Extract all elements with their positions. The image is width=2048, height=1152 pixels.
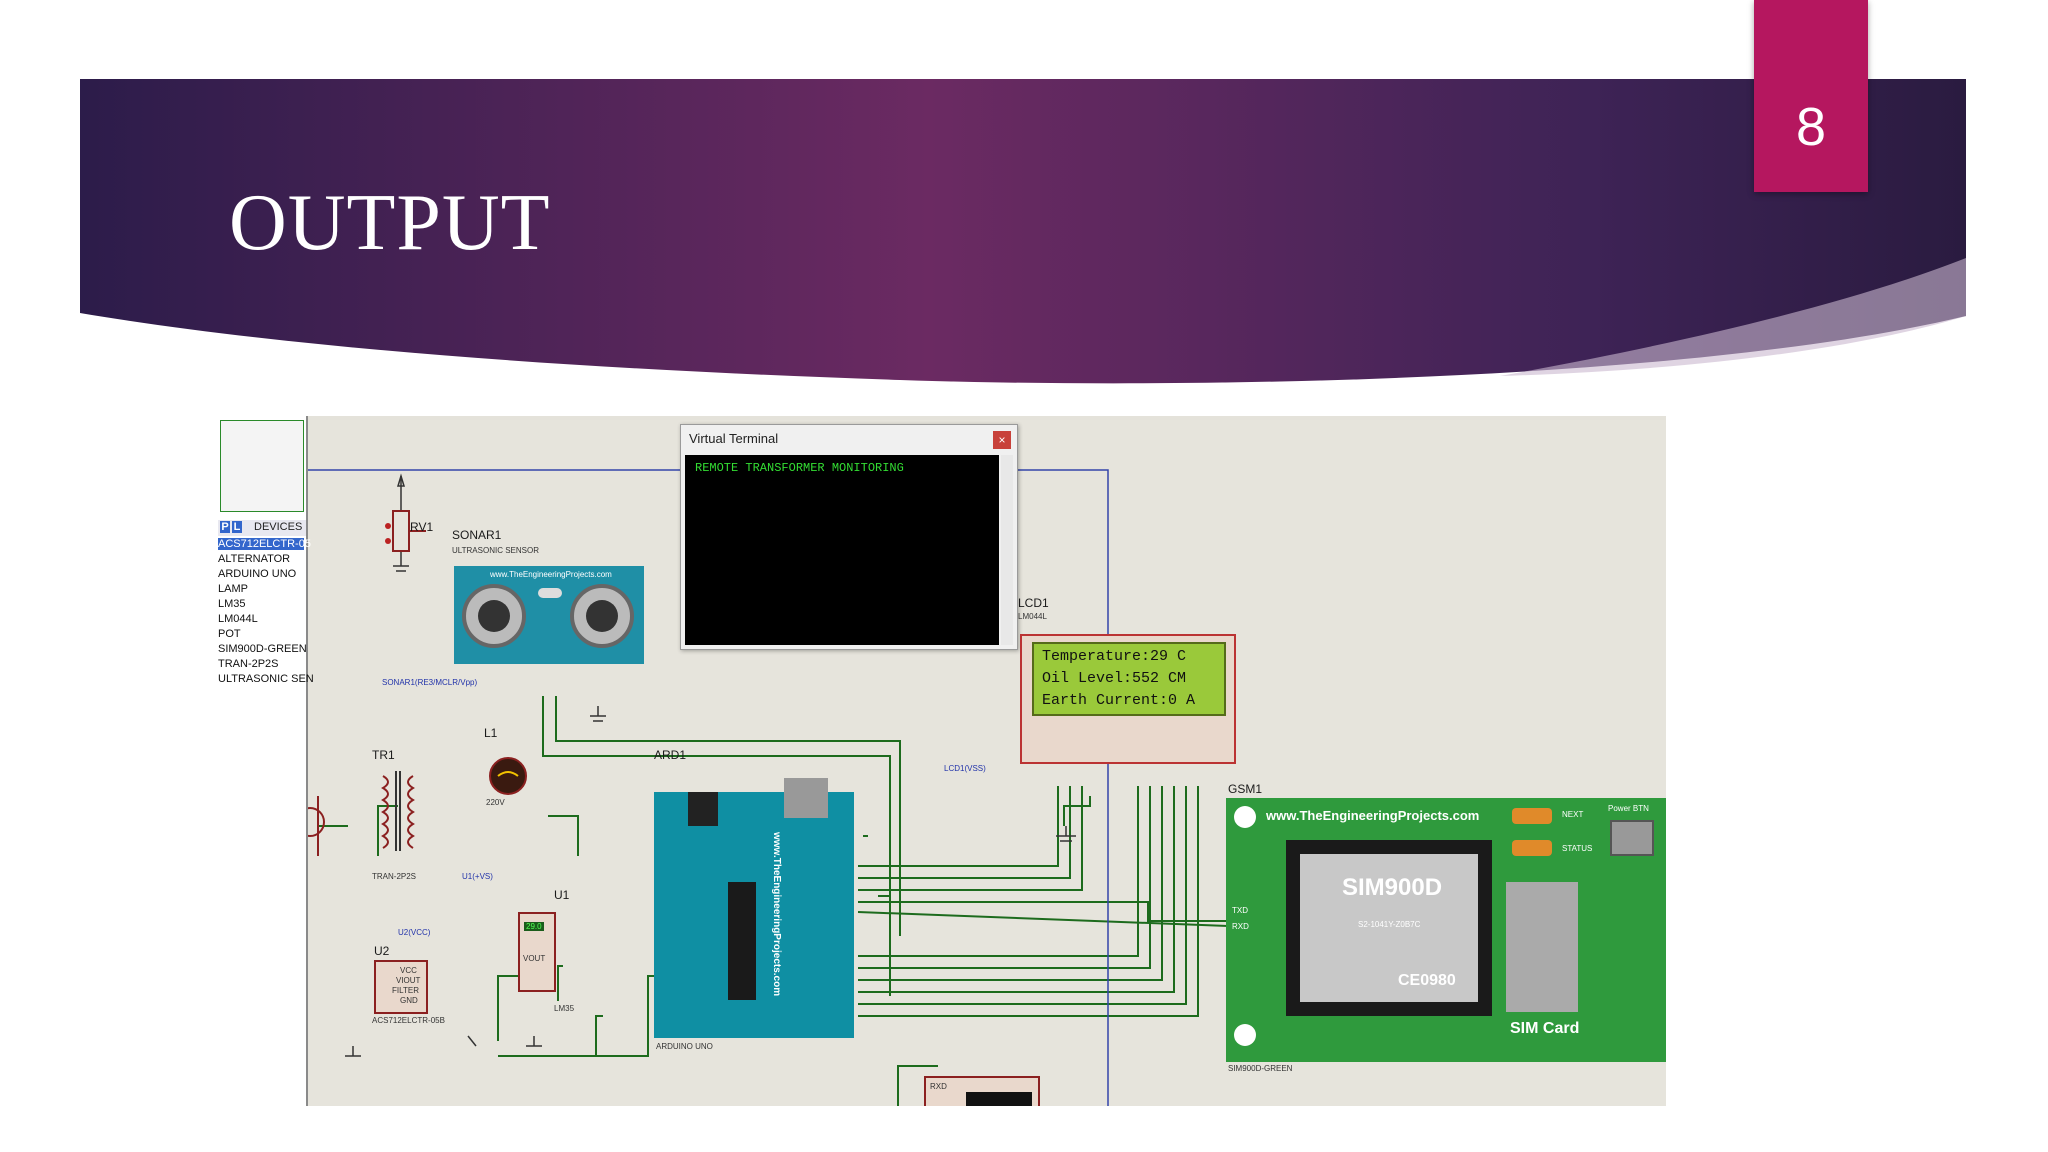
- lcd-line-1: Temperature:29 C: [1042, 648, 1187, 665]
- gsm-sublabel: SIM900D-GREEN: [1228, 1064, 1293, 1073]
- virtual-terminal-window[interactable]: Virtual Terminal × REMOTE TRANSFORMER MO…: [680, 424, 1018, 650]
- u1-label: U1: [554, 888, 570, 902]
- ard1-label: ARD1: [654, 748, 687, 762]
- tab-p[interactable]: P: [220, 521, 230, 533]
- simulation-screenshot: P L DEVICES ACS712ELCTR-05 ALTERNATOR AR…: [218, 416, 1666, 1106]
- overview-thumbnail[interactable]: [220, 420, 304, 512]
- device-item[interactable]: ACS712ELCTR-05: [218, 538, 311, 550]
- sonar-module[interactable]: www.TheEngineeringProjects.com: [454, 566, 644, 664]
- second-terminal-stub[interactable]: RXD: [924, 1076, 1040, 1106]
- devices-header: P L DEVICES: [218, 520, 306, 536]
- sim900d-chip: SIM900D S2-1041Y-Z0B7C CE0980: [1286, 840, 1492, 1016]
- atmega-chip: [728, 882, 756, 1000]
- sonar-label: SONAR1: [452, 528, 502, 542]
- acs712-pin-filter: FILTER: [392, 986, 419, 995]
- device-item[interactable]: ARDUINO UNO: [218, 568, 297, 580]
- device-item[interactable]: ULTRASONIC SEN: [218, 673, 314, 685]
- gsm-rxd-pin: RXD: [1232, 922, 1249, 931]
- lcd-pin-label: LCD1(VSS): [944, 764, 986, 773]
- lcd-label: LCD1: [1018, 596, 1049, 610]
- u2-pin-label: U2(VCC): [398, 928, 431, 937]
- sim900d-name: SIM900D: [1342, 874, 1443, 901]
- sim-card-label: SIM Card: [1510, 1020, 1580, 1037]
- slide-title: OUTPUT: [229, 179, 551, 267]
- device-item[interactable]: LM044L: [218, 613, 258, 625]
- arduino-brand: www.TheEngineeringProjects.com: [771, 832, 782, 997]
- gsm-brand: www.TheEngineeringProjects.com: [1266, 808, 1480, 823]
- tr1-sublabel: TRAN-2P2S: [372, 872, 417, 881]
- virtual-terminal-title: Virtual Terminal: [689, 431, 779, 446]
- acs712-pin-viout: VIOUT: [396, 976, 421, 985]
- lcd-display[interactable]: Temperature:29 C Oil Level:552 CM Earth …: [1020, 634, 1236, 764]
- schematic-wires: [295, 469, 1229, 1106]
- device-item[interactable]: LM35: [218, 598, 246, 610]
- slide-number-badge: 8: [1754, 0, 1868, 192]
- power-btn-label: Power BTN: [1608, 804, 1649, 813]
- terminal-screen[interactable]: REMOTE TRANSFORMER MONITORING: [685, 455, 999, 645]
- mount-hole-top: [1234, 806, 1256, 828]
- devices-panel: P L DEVICES ACS712ELCTR-05 ALTERNATOR AR…: [218, 416, 314, 1106]
- usb-port: [784, 778, 828, 818]
- lm35-value: 29.0: [524, 922, 544, 931]
- sim900d-serial: S2-1041Y-Z0B7C: [1358, 920, 1421, 929]
- l1-label: L1: [484, 726, 498, 740]
- lcd-model: LM044L: [1018, 612, 1047, 621]
- next-led: [1512, 808, 1552, 824]
- gsm-module[interactable]: www.TheEngineeringProjects.com SIM900D S…: [1226, 798, 1666, 1062]
- mount-hole-bottom: [1234, 1024, 1256, 1046]
- lcd-line-2: Oil Level:552 CM: [1042, 670, 1187, 687]
- power-jack: [688, 792, 718, 826]
- slide-number: 8: [1795, 97, 1827, 157]
- sonar-brand: www.TheEngineeringProjects.com: [490, 570, 612, 579]
- l1-sublabel: 220V: [486, 798, 505, 807]
- tab-l[interactable]: L: [232, 521, 242, 533]
- sim900d-shield: SIM900D S2-1041Y-Z0B7C CE0980: [1300, 854, 1478, 1002]
- terminal-output: REMOTE TRANSFORMER MONITORING: [695, 461, 904, 475]
- status-label: STATUS: [1562, 844, 1593, 853]
- gsm-txd-pin: TXD: [1232, 906, 1248, 915]
- status-led: [1512, 840, 1552, 856]
- gsm-label: GSM1: [1228, 782, 1263, 796]
- devices-title: DEVICES: [254, 521, 303, 533]
- device-item[interactable]: POT: [218, 628, 241, 640]
- lm35-vout: VOUT: [523, 954, 546, 963]
- u1-sublabel: LM35: [554, 1004, 575, 1013]
- terminal-scrollbar[interactable]: [1001, 455, 1013, 645]
- lcd-line-3: Earth Current:0 A: [1042, 692, 1196, 709]
- rv1-label: RV1: [410, 520, 434, 534]
- ard1-sublabel: ARDUINO UNO: [656, 1042, 713, 1051]
- next-label: NEXT: [1562, 810, 1584, 819]
- device-item[interactable]: TRAN-2P2S: [218, 658, 279, 670]
- second-terminal-screen: [966, 1092, 1032, 1106]
- arduino-board[interactable]: www.TheEngineeringProjects.com: [654, 778, 854, 1038]
- sim-card-slot: [1506, 882, 1578, 1012]
- lcd-screen: Temperature:29 C Oil Level:552 CM Earth …: [1032, 642, 1226, 716]
- close-icon[interactable]: ×: [993, 431, 1011, 449]
- sonar-crystal: [538, 588, 562, 598]
- sim900d-code: CE0980: [1398, 972, 1456, 989]
- device-item[interactable]: ALTERNATOR: [218, 553, 291, 565]
- acs712-pin-vcc: VCC: [400, 966, 417, 975]
- sonar-transducer-right: [570, 584, 634, 648]
- acs712-sensor[interactable]: VCC VIOUT FILTER GND: [374, 960, 428, 1014]
- sonar-transducer-left: [462, 584, 526, 648]
- power-button[interactable]: [1610, 820, 1654, 856]
- u1-pin-label: U1(+VS): [462, 872, 493, 881]
- title-banner: [80, 79, 1966, 384]
- sonar-pin-label: SONAR1(RE3/MCLR/Vpp): [382, 678, 478, 687]
- rxd-pin-label: RXD: [930, 1082, 947, 1091]
- device-item[interactable]: SIM900D-GREEN: [218, 643, 307, 655]
- device-item[interactable]: LAMP: [218, 583, 248, 595]
- sonar-sublabel: ULTRASONIC SENSOR: [452, 546, 539, 555]
- u2-sublabel: ACS712ELCTR-05B: [372, 1016, 445, 1025]
- u2-label: U2: [374, 944, 390, 958]
- tr1-label: TR1: [372, 748, 395, 762]
- lm35-sensor[interactable]: 29.0 VOUT: [518, 912, 556, 992]
- acs712-pin-gnd: GND: [400, 996, 418, 1005]
